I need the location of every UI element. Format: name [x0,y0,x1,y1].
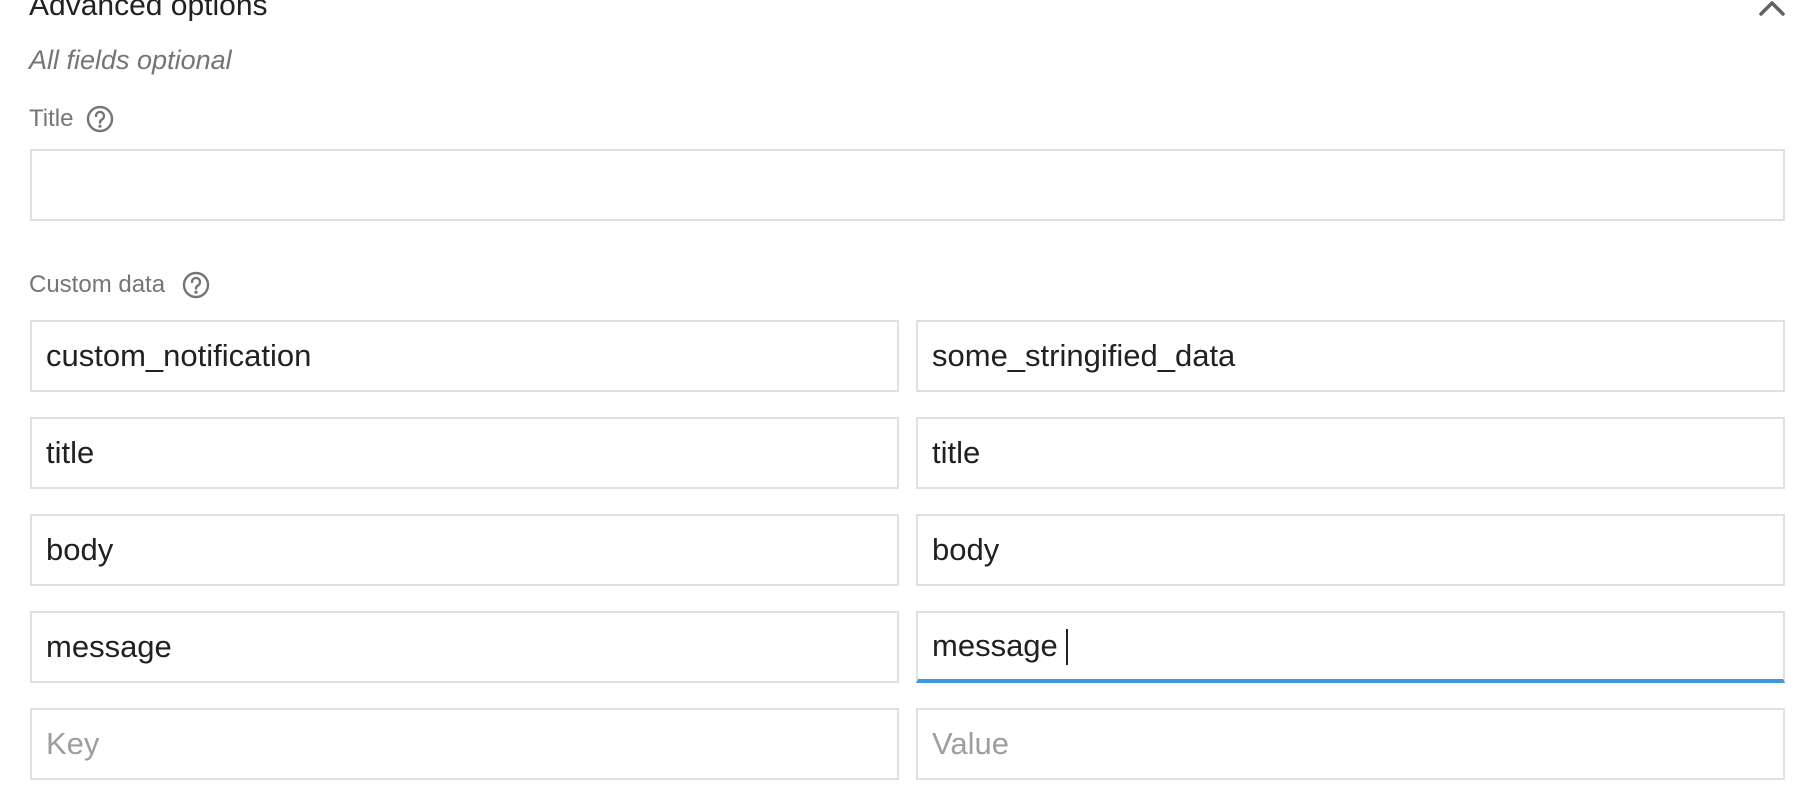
custom-data-label-text: Custom data [29,271,166,298]
section-header[interactable]: Advanced options [29,0,1789,30]
custom-data-value-input[interactable] [916,320,1785,392]
custom-data-key-input[interactable] [30,417,899,489]
title-field-label: Title [29,104,115,134]
custom-data-value-input-focused[interactable] [916,611,1785,683]
chevron-up-icon[interactable] [1755,0,1789,26]
custom-data-value-input[interactable] [916,417,1785,489]
help-circle-icon[interactable] [85,104,115,134]
custom-data-key-input[interactable] [30,611,899,683]
help-circle-icon[interactable] [181,270,211,300]
text-caret [1066,629,1068,665]
section-title: Advanced options [29,0,268,22]
section-subtitle: All fields optional [29,45,232,75]
title-input[interactable] [30,149,1785,221]
custom-data-label: Custom data [29,270,211,300]
custom-data-key-input[interactable] [30,320,899,392]
title-label-text: Title [29,105,74,132]
custom-data-key-input[interactable] [30,514,899,586]
custom-data-new-value-input[interactable] [916,708,1785,780]
custom-data-new-key-input[interactable] [30,708,899,780]
custom-data-value-input[interactable] [916,514,1785,586]
